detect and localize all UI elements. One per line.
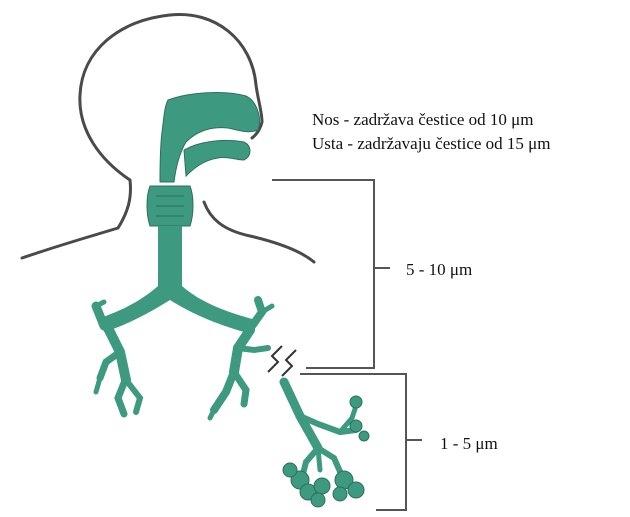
neck-front-outline	[204, 202, 314, 262]
head-outline	[22, 14, 262, 258]
oral-cavity	[184, 140, 250, 176]
trachea	[158, 226, 182, 290]
nose-label: Nos - zadržava čestice od 10 μm	[312, 110, 534, 130]
upper-bracket	[272, 180, 390, 368]
nasal-cavity	[160, 93, 260, 182]
lower-range-label: 1 - 5 μm	[440, 434, 498, 454]
break-marks	[268, 346, 296, 376]
mouth-label: Usta - zadržavaju čestice od 15 μm	[312, 134, 551, 154]
main-bronchi	[100, 286, 256, 334]
alveolar-branches	[284, 382, 356, 478]
upper-range-label: 5 - 10 μm	[406, 260, 472, 280]
